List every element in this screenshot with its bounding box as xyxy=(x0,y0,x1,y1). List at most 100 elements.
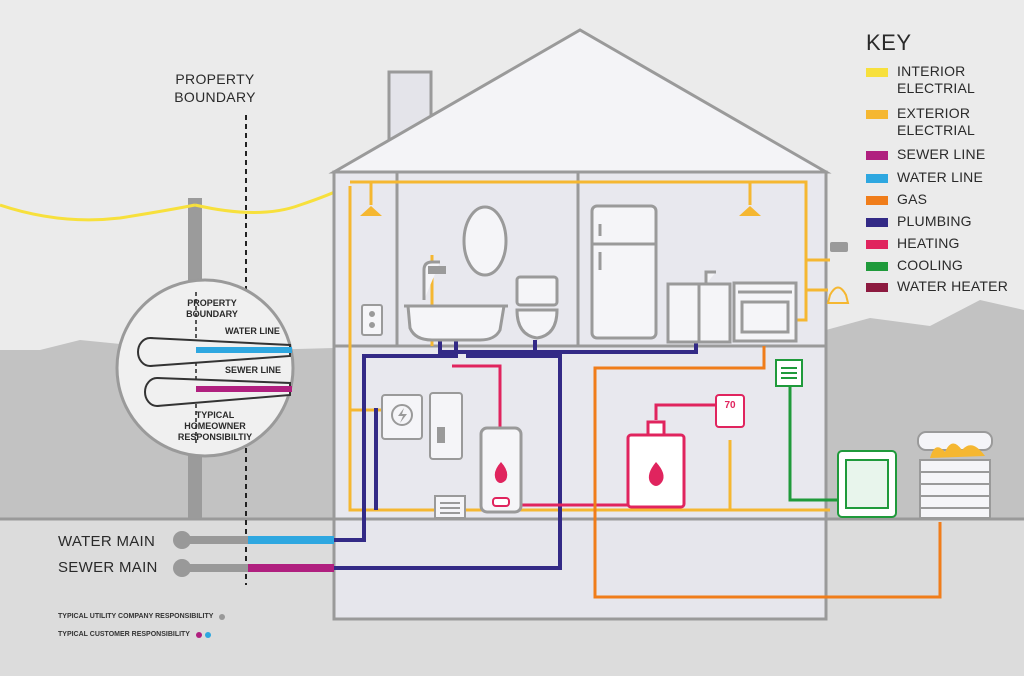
security-camera-icon xyxy=(830,242,848,252)
sewer-main-utility-pipe xyxy=(182,564,248,572)
key-swatch xyxy=(866,262,888,271)
key-swatch xyxy=(866,110,888,119)
inset-resp-line3: RESPONSIBILTIY xyxy=(177,432,253,442)
utility-responsibility-note: TYPICAL UTILITY COMPANY RESPONSIBILITY xyxy=(58,613,226,620)
gray-dot-icon xyxy=(219,613,226,620)
inset-water-line xyxy=(196,347,292,353)
key-label-line: PLUMBING xyxy=(897,213,972,229)
lightning-icon xyxy=(398,408,407,423)
heating-lines xyxy=(452,364,716,507)
key-swatch xyxy=(866,240,888,249)
inset-resp-line2: HOMEOWNER xyxy=(184,421,246,431)
key-label-line: WATER LINE xyxy=(897,169,984,185)
electric-meter xyxy=(381,394,423,440)
key-swatch xyxy=(866,283,888,292)
ac-unit xyxy=(837,450,897,518)
inset-pb-line2: BOUNDARY xyxy=(186,309,238,319)
inset-sewer-line xyxy=(196,386,292,392)
inset-sewer-line-label: SEWER LINE xyxy=(225,365,282,375)
cooling-line xyxy=(788,385,840,502)
key-swatch xyxy=(866,218,888,227)
key-label: HEATING xyxy=(897,235,960,252)
stove xyxy=(732,281,798,343)
magenta-dot-icon xyxy=(195,631,202,638)
inset-responsibility-label: TYPICAL HOMEOWNER RESPONSIBILTIY xyxy=(170,410,260,443)
plumbing-lines xyxy=(334,340,698,570)
wall-outlet xyxy=(361,304,383,336)
inset-property-boundary-label: PROPERTY BOUNDARY xyxy=(172,298,252,320)
key-label-line: HEATING xyxy=(897,235,960,251)
key-swatch xyxy=(866,151,888,160)
gas-lines xyxy=(593,346,942,599)
key-label-line: GAS xyxy=(897,191,928,207)
property-boundary-line1: PROPERTY xyxy=(175,71,255,87)
fire-flames-icon xyxy=(930,443,985,458)
property-boundary-line2: BOUNDARY xyxy=(174,89,256,105)
floor-vent xyxy=(434,495,466,519)
flame-icon xyxy=(494,462,508,483)
water-main-utility-pipe xyxy=(182,536,248,544)
utility-responsibility-text: TYPICAL UTILITY COMPANY RESPONSIBILITY xyxy=(58,613,214,620)
breaker-panel xyxy=(429,392,463,460)
key-item: WATER LINE xyxy=(866,169,983,186)
inset-pb-line1: PROPERTY xyxy=(187,298,237,308)
kitchen-sink xyxy=(666,270,732,344)
water-main-customer-pipe xyxy=(248,536,334,544)
key-label-line: INTERIOR xyxy=(897,63,966,79)
key-swatch xyxy=(866,196,888,205)
key-label: COOLING xyxy=(897,257,963,274)
key-swatch xyxy=(866,68,888,77)
customer-responsibility-note: TYPICAL CUSTOMER RESPONSIBILITY xyxy=(58,631,211,638)
customer-responsibility-text: TYPICAL CUSTOMER RESPONSIBILITY xyxy=(58,631,190,638)
key-label-line: WATER HEATER xyxy=(897,278,1009,294)
refrigerator xyxy=(590,204,658,340)
inset-resp-line1: TYPICAL xyxy=(195,410,235,420)
water-main-label: WATER MAIN xyxy=(58,533,156,550)
sewer-main-label: SEWER MAIN xyxy=(58,559,158,576)
key-item: WATER HEATER xyxy=(866,278,1008,295)
ceiling-lamp-right xyxy=(739,206,761,216)
key-title: KEY xyxy=(866,30,912,55)
furnace-flame-icon xyxy=(648,462,664,486)
key-label-line: EXTERIOR xyxy=(897,105,971,121)
key-item: PLUMBING xyxy=(866,213,972,230)
key-swatch xyxy=(866,174,888,183)
key-label-line: ELECTRIAL xyxy=(897,122,976,138)
toilet xyxy=(515,275,559,340)
exterior-light-icon xyxy=(826,286,850,304)
key-item: GAS xyxy=(866,191,927,208)
key-label: PLUMBING xyxy=(897,213,972,230)
bathtub xyxy=(404,260,508,342)
key-label-line: SEWER LINE xyxy=(897,146,986,162)
key-label: GAS xyxy=(897,191,927,208)
water-heater-indicator xyxy=(492,497,510,507)
responsibility-inset xyxy=(115,278,295,458)
overhead-wire xyxy=(0,203,196,222)
key-label-line: ELECTRIAL xyxy=(897,80,976,96)
key-item: HEATING xyxy=(866,235,960,252)
key-label-line: COOLING xyxy=(897,257,963,273)
key-label: WATER HEATER xyxy=(897,278,1008,295)
key-label: WATER LINE xyxy=(897,169,983,186)
ceiling-lamp-left xyxy=(360,206,382,216)
key-item: COOLING xyxy=(866,257,963,274)
inset-water-line-label: WATER LINE xyxy=(225,326,280,336)
roof xyxy=(328,28,832,174)
fire-pit xyxy=(917,431,993,519)
sewer-main-customer-pipe xyxy=(248,564,334,572)
bathroom-mirror xyxy=(462,205,508,277)
blue-dot-icon xyxy=(204,631,211,638)
cooling-control xyxy=(775,359,803,387)
key-label: SEWER LINE xyxy=(897,146,985,163)
service-drop-wire xyxy=(194,183,351,214)
property-boundary-label: PROPERTY BOUNDARY xyxy=(150,70,280,106)
thermostat xyxy=(715,394,745,428)
thermostat-value: 70 xyxy=(724,400,736,411)
key-item: SEWER LINE xyxy=(866,146,985,163)
